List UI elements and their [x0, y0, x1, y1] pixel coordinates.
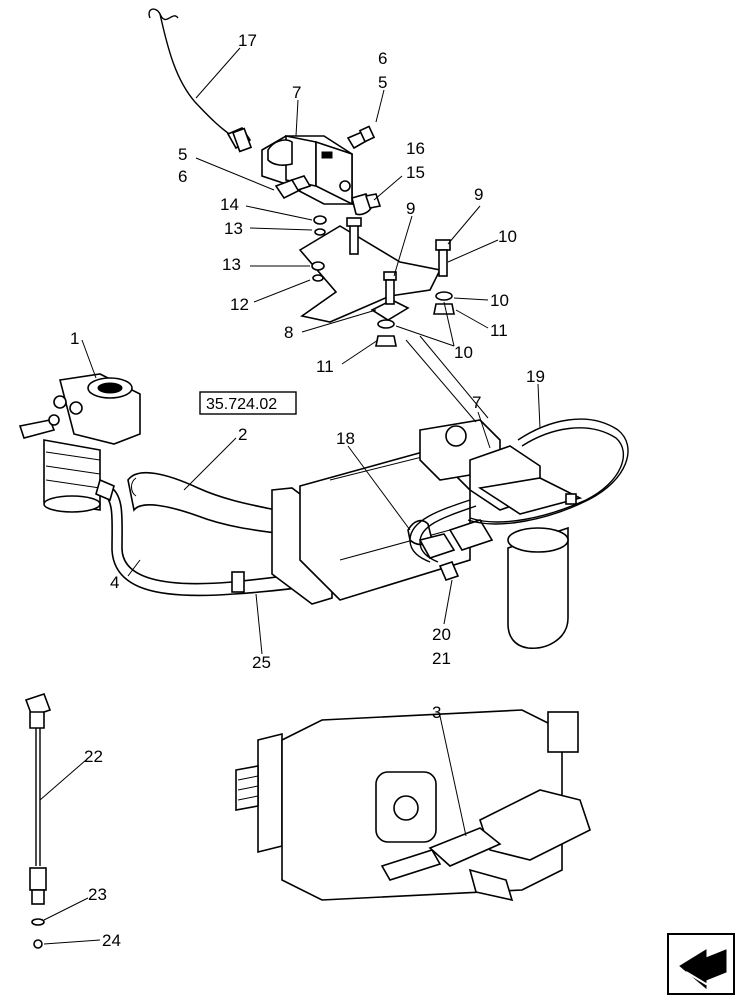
sensor-harness-22 [24, 692, 52, 949]
steering-unit-1 [18, 373, 141, 513]
callout-5-top: 5 [378, 73, 387, 92]
callout-8: 8 [284, 323, 293, 342]
callout-21: 21 [432, 649, 451, 668]
callout-25: 25 [252, 653, 271, 672]
bracket-8 [298, 215, 455, 347]
callout-18: 18 [336, 429, 355, 448]
reference-number: 35.724.02 [206, 396, 277, 413]
callout-4: 4 [110, 573, 119, 592]
callout-leaders [39, 47, 541, 945]
callout-11-a: 11 [490, 321, 508, 340]
callout-7-top: 7 [292, 83, 301, 102]
tube-19 [409, 418, 629, 563]
callout-11-b: 11 [316, 357, 334, 376]
callout-16: 16 [406, 139, 425, 158]
pump-assembly-middle [271, 419, 583, 649]
callout-15: 15 [406, 163, 425, 182]
callout-12: 12 [230, 295, 249, 314]
callout-9-a: 9 [406, 199, 415, 218]
callout-19: 19 [526, 367, 545, 386]
callout-6-left: 6 [178, 167, 187, 186]
callout-10-c: 10 [454, 343, 473, 362]
callout-22: 22 [84, 747, 103, 766]
callout-20: 20 [432, 625, 451, 644]
callout-23: 23 [88, 885, 107, 904]
pump-detail-3 [235, 709, 591, 902]
assembly-leader-lines [405, 335, 489, 423]
valve-block-7-top [261, 125, 382, 216]
callout-10-b: 10 [490, 291, 509, 310]
next-page-arrow-icon[interactable] [667, 933, 735, 995]
reference-box[interactable]: 35.724.02 [199, 391, 297, 415]
callout-13-b: 13 [222, 255, 241, 274]
callout-9-b: 9 [474, 185, 483, 204]
callout-5-left: 5 [178, 145, 187, 164]
callout-13-a: 13 [224, 219, 243, 238]
callout-6-top: 6 [378, 49, 387, 68]
callout-24: 24 [102, 931, 121, 950]
callout-17: 17 [238, 31, 257, 50]
callout-1: 1 [70, 329, 79, 348]
wire-harness-17 [148, 8, 253, 153]
callout-10-a: 10 [498, 227, 517, 246]
callout-7-mid: 7 [472, 393, 481, 412]
callout-14: 14 [220, 195, 239, 214]
callout-3: 3 [432, 703, 441, 722]
callout-2: 2 [238, 425, 247, 444]
